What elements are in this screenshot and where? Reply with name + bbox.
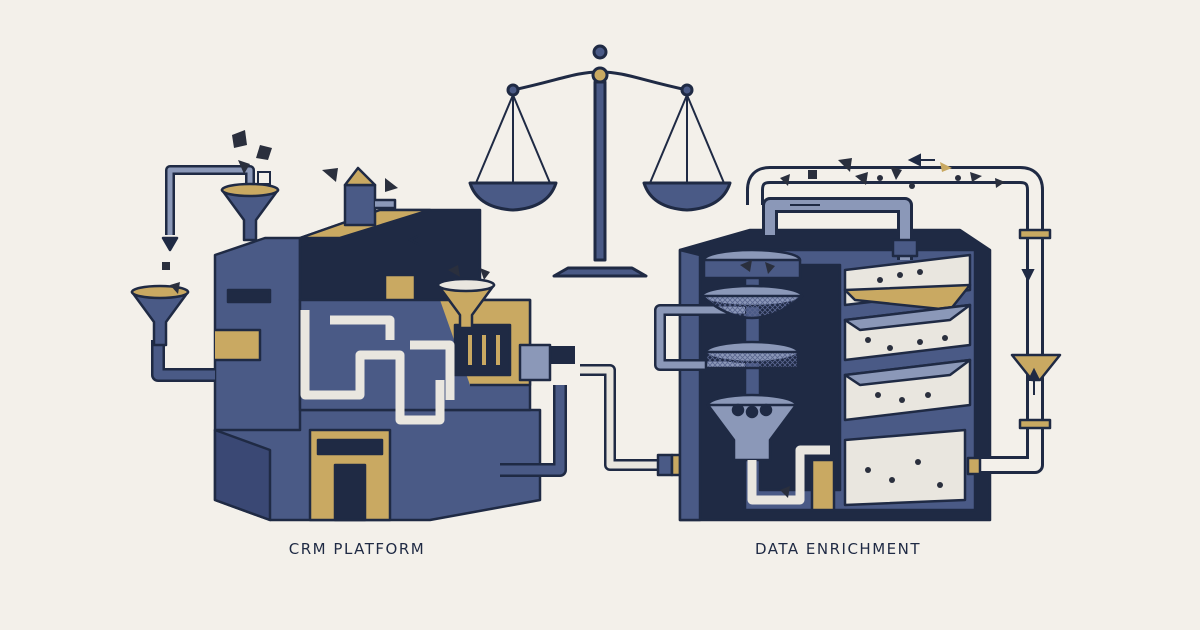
data-particles-crm — [162, 130, 490, 294]
crm-platform-label: CRM PLATFORM — [288, 540, 426, 558]
data-particles-enrichment — [740, 158, 1005, 498]
sieve-icon — [700, 248, 804, 462]
data-enrichment-label: DATA ENRICHMENT — [754, 540, 922, 558]
crm-platform-machine — [151, 165, 692, 522]
arrow-icon — [407, 153, 1041, 395]
funnel-icon — [130, 182, 496, 347]
balance-scale-icon — [468, 44, 732, 278]
data-enrichment-machine — [654, 166, 1062, 522]
